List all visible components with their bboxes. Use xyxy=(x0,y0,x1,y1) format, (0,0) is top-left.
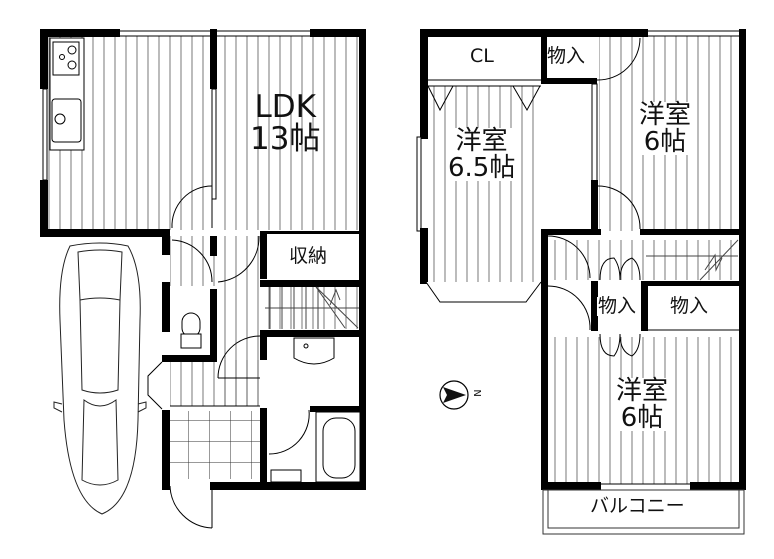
room-label-closet-mid-right: 物入 xyxy=(670,295,709,317)
compass-label: N xyxy=(470,389,482,397)
room-label-closet-mid-left: 物入 xyxy=(597,295,638,317)
room-label-western-65: 洋室 6.5帖 xyxy=(447,126,517,183)
room-label-closet-top: 物入 xyxy=(547,45,586,67)
ldk-size: 13帖 xyxy=(250,120,321,157)
second-floor xyxy=(416,29,746,535)
western-6-top-size: 6帖 xyxy=(643,126,687,157)
compass-icon xyxy=(439,380,469,410)
western-65-name: 洋室 xyxy=(455,126,508,156)
room-label-cl: CL xyxy=(470,45,494,67)
car-icon xyxy=(53,242,147,515)
western-6-bottom-size: 6帖 xyxy=(620,402,664,433)
room-label-western-6-top: 洋室 6帖 xyxy=(638,100,693,157)
room-label-balcony: バルコニー xyxy=(590,495,685,517)
western-65-size: 6.5帖 xyxy=(448,152,516,183)
room-label-western-6-bottom: 洋室 6帖 xyxy=(615,376,670,433)
first-floor xyxy=(40,29,366,529)
room-label-storage: 収納 xyxy=(288,245,329,267)
western-6-bottom-name: 洋室 xyxy=(616,376,669,406)
ldk-name: LDK xyxy=(254,89,316,125)
western-6-top-name: 洋室 xyxy=(639,100,692,130)
room-label-ldk: LDK 13帖 xyxy=(250,89,321,157)
